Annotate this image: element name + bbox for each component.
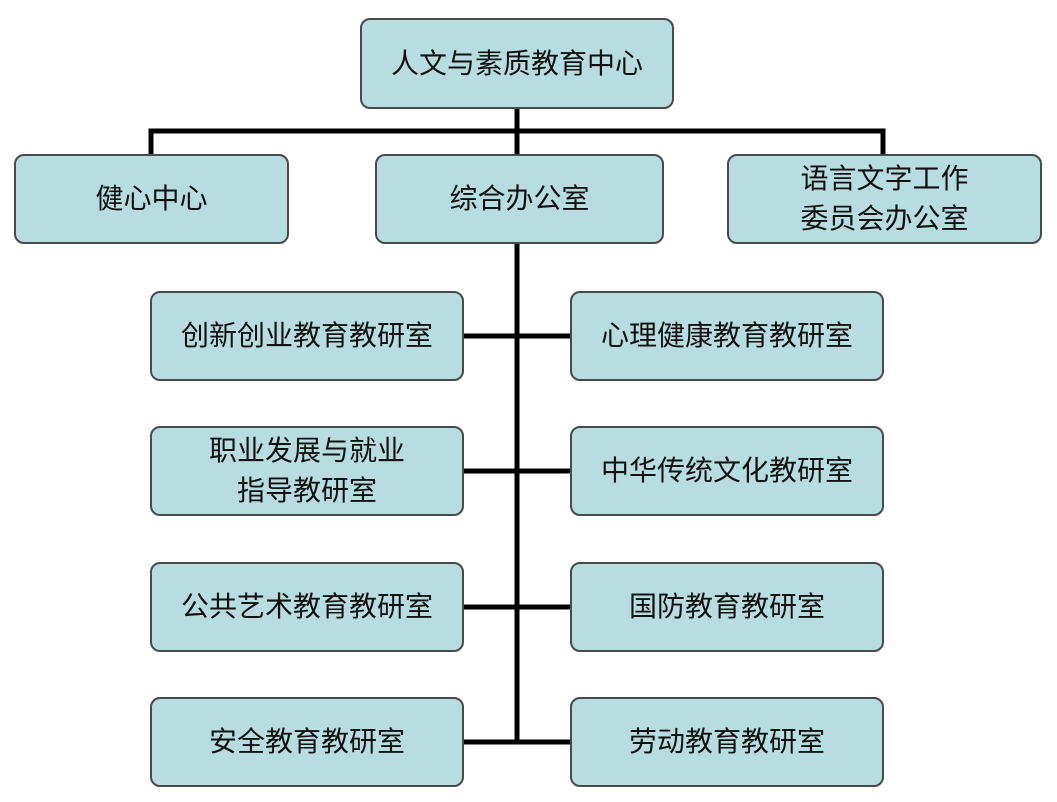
org-node-innovation-entrepreneurship-label: 创新创业教育教研室 <box>180 319 433 352</box>
org-node-national-defense: 国防教育教研室 <box>570 562 884 652</box>
org-node-jianxin-center-label: 健心中心 <box>95 182 208 215</box>
org-node-public-art: 公共艺术教育教研室 <box>150 562 464 652</box>
org-node-jianxin-center: 健心中心 <box>14 154 289 244</box>
org-node-career-development-line2: 指导教研室 <box>236 474 377 507</box>
org-node-root: 人文与素质教育中心 <box>360 18 674 109</box>
org-node-traditional-culture-label: 中华传统文化教研室 <box>600 454 853 487</box>
org-node-mental-health-label: 心理健康教育教研室 <box>600 319 853 352</box>
org-node-public-art-label: 公共艺术教育教研室 <box>180 590 433 623</box>
org-node-general-office-label: 综合办公室 <box>449 182 590 215</box>
org-node-safety-education: 安全教育教研室 <box>150 697 464 787</box>
org-node-national-defense-label: 国防教育教研室 <box>628 590 825 623</box>
org-node-innovation-entrepreneurship: 创新创业教育教研室 <box>150 291 464 381</box>
org-node-labor-education-label: 劳动教育教研室 <box>628 725 825 758</box>
org-node-root-label: 人文与素质教育中心 <box>390 46 643 80</box>
org-node-career-development-line1: 职业发展与就业 <box>208 434 405 467</box>
org-node-labor-education: 劳动教育教研室 <box>570 697 884 787</box>
org-node-safety-education-label: 安全教育教研室 <box>208 725 405 758</box>
org-node-language-committee-line2: 委员会办公室 <box>800 202 969 235</box>
org-node-traditional-culture: 中华传统文化教研室 <box>570 426 884 516</box>
org-node-language-committee-line1: 语言文字工作 <box>800 162 969 195</box>
org-node-career-development: 职业发展与就业 指导教研室 <box>150 426 464 516</box>
org-node-mental-health: 心理健康教育教研室 <box>570 291 884 381</box>
org-node-general-office: 综合办公室 <box>375 154 664 244</box>
org-node-language-committee-office: 语言文字工作 委员会办公室 <box>727 154 1042 244</box>
